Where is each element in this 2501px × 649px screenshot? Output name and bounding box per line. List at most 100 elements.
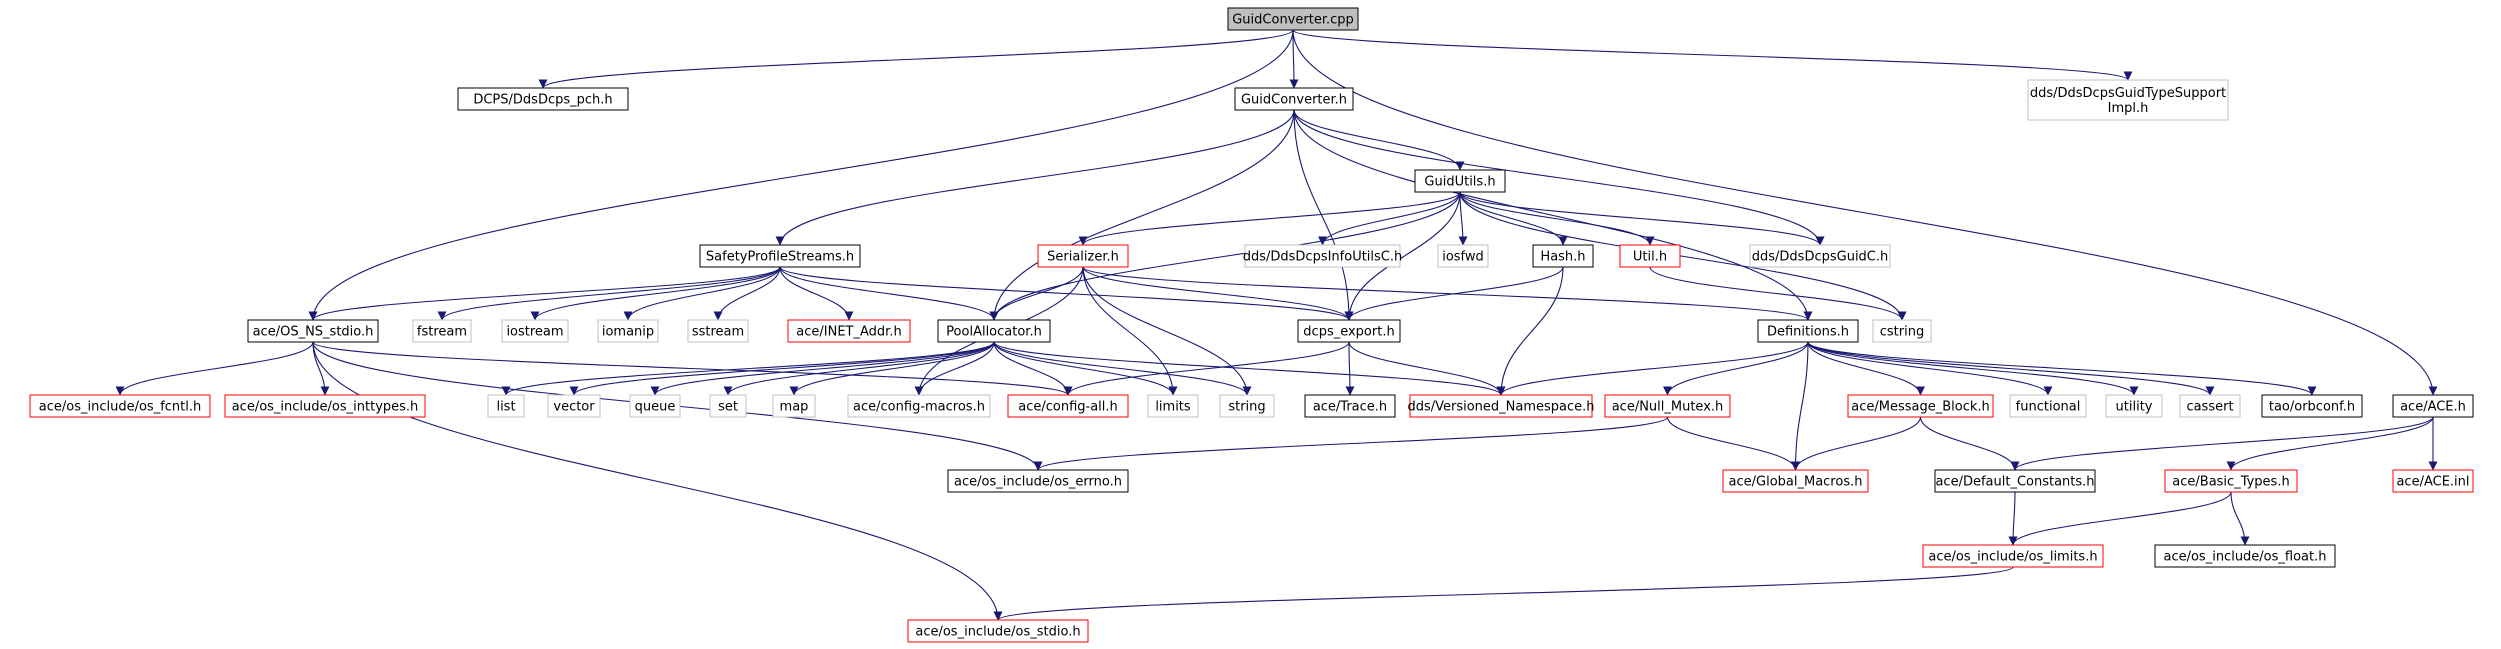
edge-serializer_h-to-string xyxy=(1082,266,1252,396)
node-ace_os_include_os_errno_h[interactable]: ace/os_include/os_errno.h xyxy=(947,469,1129,493)
node-list[interactable]: list xyxy=(487,394,525,418)
edge-definitions_h-to-dds_versioned_namespace_h xyxy=(1496,341,1809,396)
node-limits[interactable]: limits xyxy=(1147,394,1199,418)
node-box-util_h xyxy=(1619,244,1681,268)
node-tao_orbconf_h[interactable]: tao/orbconf.h xyxy=(2261,394,2363,418)
node-ace_basic_types_h[interactable]: ace/Basic_Types.h xyxy=(2164,469,2298,493)
node-functional[interactable]: functional xyxy=(2009,394,2087,418)
node-ace_null_mutex_h[interactable]: ace/Null_Mutex.h xyxy=(1604,394,1731,418)
edge-ace_default_constants_h-to-ace_os_include_os_limits_h xyxy=(2008,491,2018,546)
node-box-ddsdcpsinfoutilsc_h xyxy=(1244,244,1401,268)
edge-safetyprofilestreams_h-to-sstream xyxy=(713,266,781,321)
node-definitions_h[interactable]: Definitions.h xyxy=(1757,319,1859,343)
node-string[interactable]: string xyxy=(1219,394,1275,418)
node-box-ace_config_all_h xyxy=(1007,394,1129,418)
node-box-limits xyxy=(1147,394,1199,418)
edge-guidutils_h-to-ddsdcpsguidc_h xyxy=(1459,191,1825,246)
node-ace_global_macros_h[interactable]: ace/Global_Macros.h xyxy=(1722,469,1869,493)
node-box-tao_orbconf_h xyxy=(2261,394,2363,418)
node-label-queue: queue xyxy=(635,400,676,415)
node-box-safetyprofilestreams_h xyxy=(699,244,861,268)
node-ace_trace_h[interactable]: ace/Trace.h xyxy=(1304,394,1396,418)
node-ace_os_ns_stdio_h[interactable]: ace/OS_NS_stdio.h xyxy=(247,319,379,343)
node-guidconverter_h[interactable]: GuidConverter.h xyxy=(1234,87,1354,111)
node-ace_config_macros_h[interactable]: ace/config-macros.h xyxy=(847,394,991,418)
node-fstream[interactable]: fstream xyxy=(412,319,472,343)
node-ddsdcpsguidc_h[interactable]: dds/DdsDcpsGuidC.h xyxy=(1749,244,1891,268)
edge-definitions_h-to-functional xyxy=(1807,341,2053,396)
node-label-safetyprofilestreams_h: SafetyProfileStreams.h xyxy=(706,250,854,265)
edge-guidconverter_h-to-poolallocator_h xyxy=(989,109,1295,321)
node-label-functional: functional xyxy=(2016,400,2081,415)
node-label-tao_orbconf_h: tao/orbconf.h xyxy=(2269,400,2355,415)
node-label-ace_message_block_h: ace/Message_Block.h xyxy=(1851,400,1990,415)
edge-guidconverter_cpp-to-ddsdcpsguidtypesupportimpl_h xyxy=(1292,29,2133,81)
node-set[interactable]: set xyxy=(709,394,747,418)
node-hash_h[interactable]: Hash.h xyxy=(1532,244,1594,268)
edge-guidconverter_h-to-definitions_h xyxy=(1293,109,1813,321)
node-serializer_h[interactable]: Serializer.h xyxy=(1037,244,1129,268)
node-ace_os_include_os_fcntl_h[interactable]: ace/os_include/os_fcntl.h xyxy=(29,394,211,418)
node-ace_os_include_os_float_h[interactable]: ace/os_include/os_float.h xyxy=(2154,544,2336,568)
node-box-utility xyxy=(2105,394,2163,418)
node-ace_os_include_os_limits_h[interactable]: ace/os_include/os_limits.h xyxy=(1922,544,2104,568)
edge-ace_null_mutex_h-to-ace_global_macros_h xyxy=(1666,416,1800,471)
node-dcps_export_h[interactable]: dcps_export.h xyxy=(1297,319,1401,343)
node-dcps_ddsdcps_pch_h[interactable]: DCPS/DdsDcps_pch.h xyxy=(457,87,629,111)
node-label-ddsdcpsguidc_h: dds/DdsDcpsGuidC.h xyxy=(1752,250,1889,265)
node-label-sstream: sstream xyxy=(692,325,744,340)
node-util_h[interactable]: Util.h xyxy=(1619,244,1681,268)
edge-hash_h-to-dds_versioned_namespace_h xyxy=(1496,266,1564,396)
node-label-hash_h: Hash.h xyxy=(1540,250,1585,265)
node-box-ace_os_include_os_float_h xyxy=(2154,544,2336,568)
node-label-ace_config_all_h: ace/config-all.h xyxy=(1018,400,1118,415)
node-label-ace_os_ns_stdio_h: ace/OS_NS_stdio.h xyxy=(253,325,374,340)
node-ace_default_constants_h[interactable]: ace/Default_Constants.h xyxy=(1934,469,2096,493)
node-box-set xyxy=(709,394,747,418)
node-box-guidconverter_cpp xyxy=(1227,7,1359,31)
node-safetyprofilestreams_h[interactable]: SafetyProfileStreams.h xyxy=(699,244,861,268)
node-box-ace_trace_h xyxy=(1304,394,1396,418)
edge-guidconverter_h-to-guidutils_h xyxy=(1293,109,1465,171)
edge-guidutils_h-to-cstring xyxy=(1459,191,1907,321)
node-label-guidconverter_cpp: GuidConverter.cpp xyxy=(1232,13,1354,28)
node-ace_inet_addr_h[interactable]: ace/INET_Addr.h xyxy=(787,319,911,343)
node-map[interactable]: map xyxy=(772,394,816,418)
edge-ace_basic_types_h-to-ace_os_include_os_limits_h xyxy=(2008,491,2232,546)
node-ace_config_all_h[interactable]: ace/config-all.h xyxy=(1007,394,1129,418)
edge-ace_null_mutex_h-to-ace_os_include_os_errno_h xyxy=(1033,416,1669,471)
node-ace_ace_inl[interactable]: ace/ACE.inl xyxy=(2392,469,2474,493)
node-iosfwd[interactable]: iosfwd xyxy=(1437,244,1489,268)
node-iostream[interactable]: iostream xyxy=(501,319,569,343)
node-vector[interactable]: vector xyxy=(547,394,601,418)
node-poolallocator_h[interactable]: PoolAllocator.h xyxy=(937,319,1051,343)
node-label-ace_ace_inl: ace/ACE.inl xyxy=(2396,475,2469,490)
node-label-ddsdcpsguidtypesupportimpl_h: Impl.h xyxy=(2108,101,2149,116)
node-ace_ace_h[interactable]: ace/ACE.h xyxy=(2392,394,2474,418)
node-box-functional xyxy=(2009,394,2087,418)
node-label-ace_os_include_os_limits_h: ace/os_include/os_limits.h xyxy=(1928,550,2097,565)
node-ace_os_include_os_stdio_h[interactable]: ace/os_include/os_stdio.h xyxy=(907,619,1089,643)
node-box-ace_null_mutex_h xyxy=(1604,394,1731,418)
edge-definitions_h-to-utility xyxy=(1807,341,2139,396)
node-ddsdcpsinfoutilsc_h[interactable]: dds/DdsDcpsInfoUtilsC.h xyxy=(1243,244,1403,268)
node-guidconverter_cpp[interactable]: GuidConverter.cpp xyxy=(1227,7,1359,31)
edge-guidutils_h-to-util_h xyxy=(1459,191,1655,246)
node-cstring[interactable]: cstring xyxy=(1872,319,1932,343)
node-box-ace_os_include_os_fcntl_h xyxy=(29,394,211,418)
node-dds_versioned_namespace_h[interactable]: dds/Versioned_Namespace.h xyxy=(1407,394,1595,418)
node-cassert[interactable]: cassert xyxy=(2179,394,2241,418)
node-ace_os_include_os_inttypes_h[interactable]: ace/os_include/os_inttypes.h xyxy=(224,394,426,418)
edge-poolallocator_h-to-limits xyxy=(993,341,1178,396)
edge-definitions_h-to-cassert xyxy=(1807,341,2215,396)
node-utility[interactable]: utility xyxy=(2105,394,2163,418)
edge-guidconverter_cpp-to-ace_os_ns_stdio_h xyxy=(308,29,1294,321)
node-ace_message_block_h[interactable]: ace/Message_Block.h xyxy=(1847,394,1994,418)
edge-safetyprofilestreams_h-to-fstream xyxy=(437,266,781,321)
node-sstream[interactable]: sstream xyxy=(687,319,749,343)
node-guidutils_h[interactable]: GuidUtils.h xyxy=(1414,169,1506,193)
node-queue[interactable]: queue xyxy=(629,394,681,418)
node-box-cstring xyxy=(1872,319,1932,343)
node-iomanip[interactable]: iomanip xyxy=(597,319,659,343)
